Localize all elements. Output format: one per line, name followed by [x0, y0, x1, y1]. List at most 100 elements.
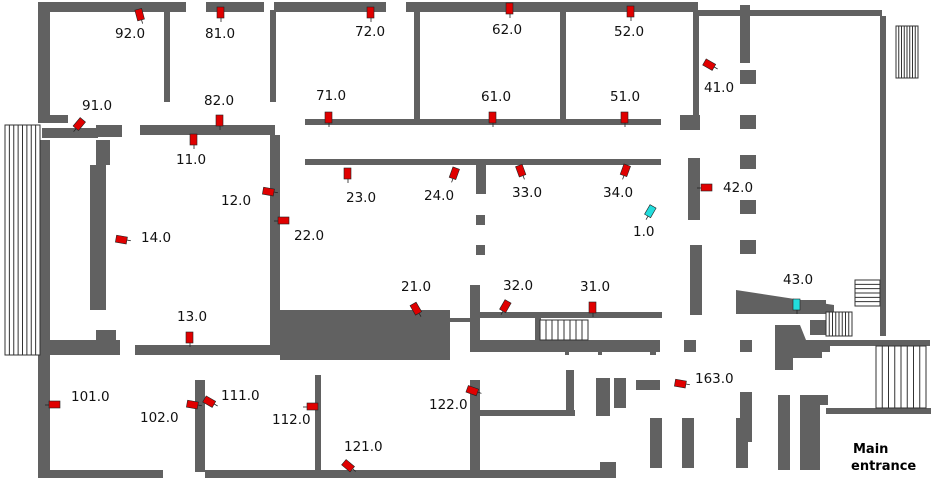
- wall-segment: [596, 378, 610, 416]
- camera-icon[interactable]: [215, 114, 224, 127]
- camera-71-0[interactable]: 71.0: [316, 88, 346, 127]
- wall-segment: [778, 395, 790, 470]
- camera-42-0[interactable]: 42.0: [697, 180, 753, 196]
- camera-24-0[interactable]: 24.0: [424, 166, 460, 204]
- camera-icon[interactable]: [366, 6, 375, 19]
- camera-92-0[interactable]: 92.0: [115, 8, 145, 42]
- camera-122-0[interactable]: 122.0: [429, 385, 482, 413]
- wall-segment: [650, 340, 656, 355]
- camera-34-0[interactable]: 34.0: [603, 163, 633, 201]
- camera-icon[interactable]: [505, 2, 514, 15]
- camera-icon[interactable]: [465, 385, 480, 397]
- camera-82-0[interactable]: 82.0: [204, 93, 234, 130]
- camera-label: 62.0: [492, 22, 522, 38]
- camera-12-0[interactable]: 12.0: [221, 186, 278, 209]
- camera-label: 112.0: [272, 412, 311, 428]
- wall-segment: [305, 119, 661, 125]
- camera-52-0[interactable]: 52.0: [614, 5, 644, 40]
- main-entrance-label-line1: Main: [853, 442, 888, 457]
- camera-icon[interactable]: [343, 167, 352, 180]
- camera-icon[interactable]: [185, 331, 194, 344]
- camera-33-0[interactable]: 33.0: [512, 163, 542, 201]
- wall-segment: [40, 295, 50, 305]
- camera-icon[interactable]: [515, 163, 527, 178]
- camera-22-0[interactable]: 22.0: [274, 216, 324, 244]
- camera-51-0[interactable]: 51.0: [610, 89, 640, 127]
- camera-121-0[interactable]: 121.0: [341, 439, 383, 473]
- camera-icon[interactable]: [306, 402, 319, 411]
- camera-label: 1.0: [633, 224, 654, 240]
- wall-segment: [740, 70, 756, 84]
- camera-14-0[interactable]: 14.0: [115, 230, 171, 246]
- camera-icon[interactable]: [626, 5, 635, 18]
- camera-icon[interactable]: [48, 400, 61, 409]
- wall-segment: [38, 355, 50, 475]
- camera-direction-tick: [685, 383, 690, 386]
- camera-label: 111.0: [221, 388, 260, 404]
- camera-icon[interactable]: [620, 111, 629, 124]
- camera-23-0[interactable]: 23.0: [343, 167, 376, 206]
- camera-icon[interactable]: [619, 163, 631, 178]
- wall-segment: [693, 10, 699, 130]
- camera-icon[interactable]: [674, 378, 687, 389]
- camera-icon[interactable]: [588, 301, 597, 314]
- camera-icon[interactable]: [216, 6, 225, 19]
- camera-41-0[interactable]: 41.0: [702, 58, 734, 96]
- camera-label: 163.0: [695, 371, 734, 387]
- wall-segment: [315, 375, 321, 470]
- camera-icon[interactable]: [277, 216, 290, 225]
- camera-72-0[interactable]: 72.0: [355, 6, 385, 40]
- camera-32-0[interactable]: 32.0: [499, 278, 534, 315]
- wall-segment: [565, 340, 569, 355]
- camera-icon[interactable]: [700, 183, 713, 192]
- camera-91-0[interactable]: 91.0: [72, 98, 112, 132]
- camera-label: 41.0: [704, 80, 734, 96]
- camera-61-0[interactable]: 61.0: [481, 89, 511, 127]
- main-entrance-stairs: [875, 345, 927, 409]
- camera-43-0[interactable]: 43.0: [783, 272, 813, 314]
- camera-icon[interactable]: [262, 186, 275, 197]
- camera-11-0[interactable]: 11.0: [176, 133, 206, 168]
- camera-111-0[interactable]: 111.0: [202, 388, 260, 408]
- camera-112-0[interactable]: 112.0: [272, 402, 319, 428]
- camera-label: 14.0: [141, 230, 171, 246]
- camera-81-0[interactable]: 81.0: [205, 6, 235, 42]
- camera-31-0[interactable]: 31.0: [580, 279, 610, 317]
- camera-1-0[interactable]: 1.0: [633, 204, 657, 240]
- camera-icon[interactable]: [134, 8, 145, 22]
- camera-62-0[interactable]: 62.0: [492, 2, 522, 38]
- camera-label: 52.0: [614, 24, 644, 40]
- camera-102-0[interactable]: 102.0: [140, 399, 202, 426]
- wall-segment: [96, 125, 122, 137]
- camera-direction-tick: [477, 391, 482, 394]
- wall-segment: [195, 380, 205, 472]
- camera-icon[interactable]: [115, 234, 128, 245]
- camera-163-0[interactable]: 163.0: [674, 371, 734, 389]
- main-entrance-label-line2: entrance: [851, 459, 916, 474]
- camera-icon[interactable]: [792, 298, 801, 311]
- camera-icon[interactable]: [324, 111, 333, 124]
- wall-segment: [40, 170, 50, 180]
- camera-icon[interactable]: [186, 399, 199, 410]
- camera-icon[interactable]: [202, 395, 217, 408]
- camera-101-0[interactable]: 101.0: [45, 389, 110, 409]
- wall-segment: [736, 290, 834, 314]
- camera-icon[interactable]: [341, 459, 355, 473]
- camera-13-0[interactable]: 13.0: [177, 309, 207, 347]
- wall-segment: [740, 200, 756, 214]
- camera-icon[interactable]: [72, 117, 86, 131]
- camera-icon[interactable]: [702, 58, 717, 71]
- camera-icon[interactable]: [488, 111, 497, 124]
- camera-icon[interactable]: [644, 204, 657, 219]
- wall-segment: [740, 392, 752, 442]
- camera-icon[interactable]: [409, 301, 423, 316]
- camera-label: 13.0: [177, 309, 207, 325]
- camera-label: 71.0: [316, 88, 346, 104]
- wall-segment: [206, 2, 264, 12]
- camera-icon[interactable]: [499, 299, 512, 314]
- camera-icon[interactable]: [448, 166, 460, 181]
- wall-segment: [38, 115, 68, 123]
- camera-21-0[interactable]: 21.0: [401, 279, 431, 317]
- wall-segment: [782, 350, 822, 358]
- camera-icon[interactable]: [189, 133, 198, 146]
